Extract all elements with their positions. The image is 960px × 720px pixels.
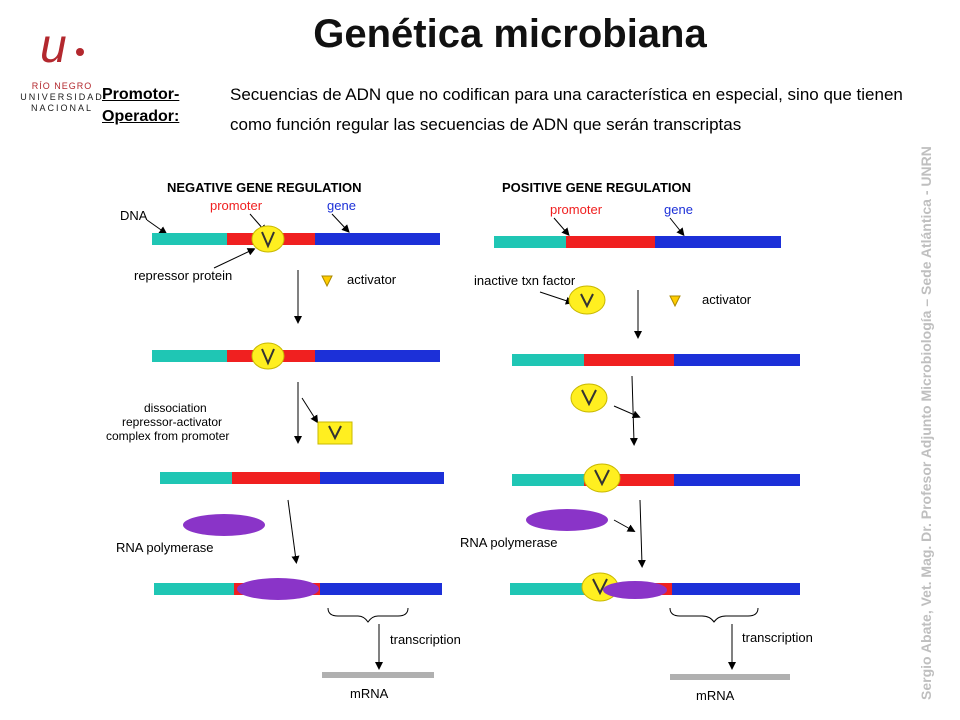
positive-heading: POSITIVE GENE REGULATION — [502, 180, 691, 195]
positive-gene-label: gene — [664, 202, 693, 217]
negative-transcription-label: transcription — [390, 632, 461, 647]
page-title: Genética microbiana — [313, 12, 707, 56]
positive-rna-polymerase-label: RNA polymerase — [460, 535, 558, 550]
negative-promoter-label: promoter — [210, 198, 263, 213]
university-logo-icon: u — [32, 16, 92, 76]
rna-polymerase-bound-1 — [237, 578, 319, 600]
term-label-line-2: Operador: — [102, 108, 180, 125]
negative-dna-strand-2 — [152, 350, 440, 362]
rna-polymerase-free-1 — [183, 514, 265, 536]
logo-line-2: UNIVERSIDAD — [20, 92, 104, 102]
positive-dna-strand-1 — [494, 236, 781, 248]
inactive-factor-1 — [568, 285, 606, 315]
activator-shape-2 — [669, 295, 681, 308]
gene-regulation-figure: NEGATIVE GENE REGULATION POSITIVE GENE R… — [106, 180, 813, 703]
repressor-protein-2 — [251, 342, 285, 370]
negative-heading: NEGATIVE GENE REGULATION — [167, 180, 362, 195]
active-factor-bound-1 — [583, 463, 621, 493]
positive-activator-label: activator — [702, 292, 752, 307]
positive-dna-strand-3 — [512, 474, 800, 486]
logo-line-1: RÍO NEGRO — [31, 81, 93, 91]
side-credit: Sergio Abate, Vet. Mag. Dr. Profesor Adj… — [918, 146, 934, 700]
dissociation-line-3: complex from promoter — [106, 429, 229, 443]
positive-mrna-strand — [670, 674, 790, 680]
negative-dna-strand-1 — [152, 233, 440, 245]
rna-polymerase-bound-2 — [603, 581, 667, 599]
repressor-label: repressor protein — [134, 268, 232, 283]
inactive-factor-label: inactive txn factor — [474, 273, 576, 288]
term-label: Promotor- Operador: — [102, 84, 222, 128]
negative-dna-label: DNA — [120, 208, 148, 223]
logo-mark-letter: u — [40, 20, 67, 73]
negative-rna-polymerase-label: RNA polymerase — [116, 540, 214, 555]
positive-transcription-label: transcription — [742, 630, 813, 645]
negative-gene-label: gene — [327, 198, 356, 213]
positive-dna-strand-2 — [512, 354, 800, 366]
negative-dna-strand-3 — [160, 472, 444, 484]
definition-text: Secuencias de ADN que no codifican para … — [230, 85, 903, 134]
gene-regulation-diagram: NEGATIVE GENE REGULATION POSITIVE GENE R… — [92, 170, 872, 710]
logo-line-3: NACIONAL — [30, 103, 93, 113]
university-logo: u RÍO NEGRO UNIVERSIDAD NACIONAL — [12, 16, 112, 126]
negative-mrna-strand — [322, 672, 434, 678]
active-factor-1 — [570, 383, 608, 413]
term-label-line-1: Promotor- — [102, 86, 180, 103]
rna-polymerase-free-2 — [526, 509, 608, 531]
dissociation-line-2: repressor-activator — [122, 415, 222, 429]
positive-mrna-label: mRNA — [696, 688, 735, 703]
positive-promoter-label: promoter — [550, 202, 603, 217]
negative-mrna-label: mRNA — [350, 686, 389, 701]
negative-activator-label: activator — [347, 272, 397, 287]
activator-shape-1 — [321, 275, 333, 288]
repressor-protein-1 — [251, 225, 285, 253]
repressor-activator-complex — [317, 421, 353, 445]
dissociation-line-1: dissociation — [144, 401, 207, 415]
